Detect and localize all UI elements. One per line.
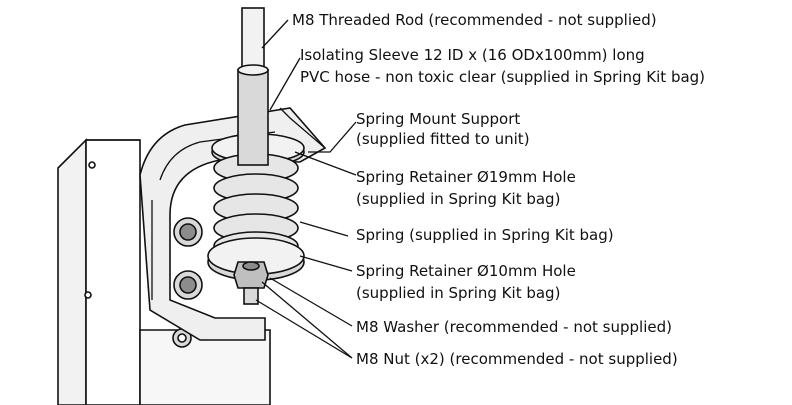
label-retainer10-line1: Spring Retainer Ø10mm Hole <box>356 262 576 280</box>
leader-lines <box>255 19 357 359</box>
label-sleeve-line2: PVC hose - non toxic clear (supplied in … <box>300 68 706 86</box>
label-sleeve-line1: Isolating Sleeve 12 ID x (16 ODx100mm) l… <box>300 46 645 64</box>
label-mount-line2: (supplied fitted to unit) <box>356 130 530 148</box>
label-threaded-rod: M8 Threaded Rod (recommended - not suppl… <box>292 11 657 29</box>
label-retainer10-line2: (supplied in Spring Kit bag) <box>356 284 561 302</box>
label-retainer19-line1: Spring Retainer Ø19mm Hole <box>356 168 576 186</box>
label-washer: M8 Washer (recommended - not supplied) <box>356 318 672 336</box>
spring-mount-support-bracket <box>139 107 327 341</box>
isolating-sleeve <box>237 64 269 166</box>
label-mount-line1: Spring Mount Support <box>356 110 521 128</box>
label-nut: M8 Nut (x2) (recommended - not supplied) <box>356 350 678 368</box>
bracket-bolts <box>173 217 203 300</box>
m8-nuts <box>233 261 269 305</box>
label-retainer19-line2: (supplied in Spring Kit bag) <box>356 190 561 208</box>
label-spring: Spring (supplied in Spring Kit bag) <box>356 226 614 244</box>
